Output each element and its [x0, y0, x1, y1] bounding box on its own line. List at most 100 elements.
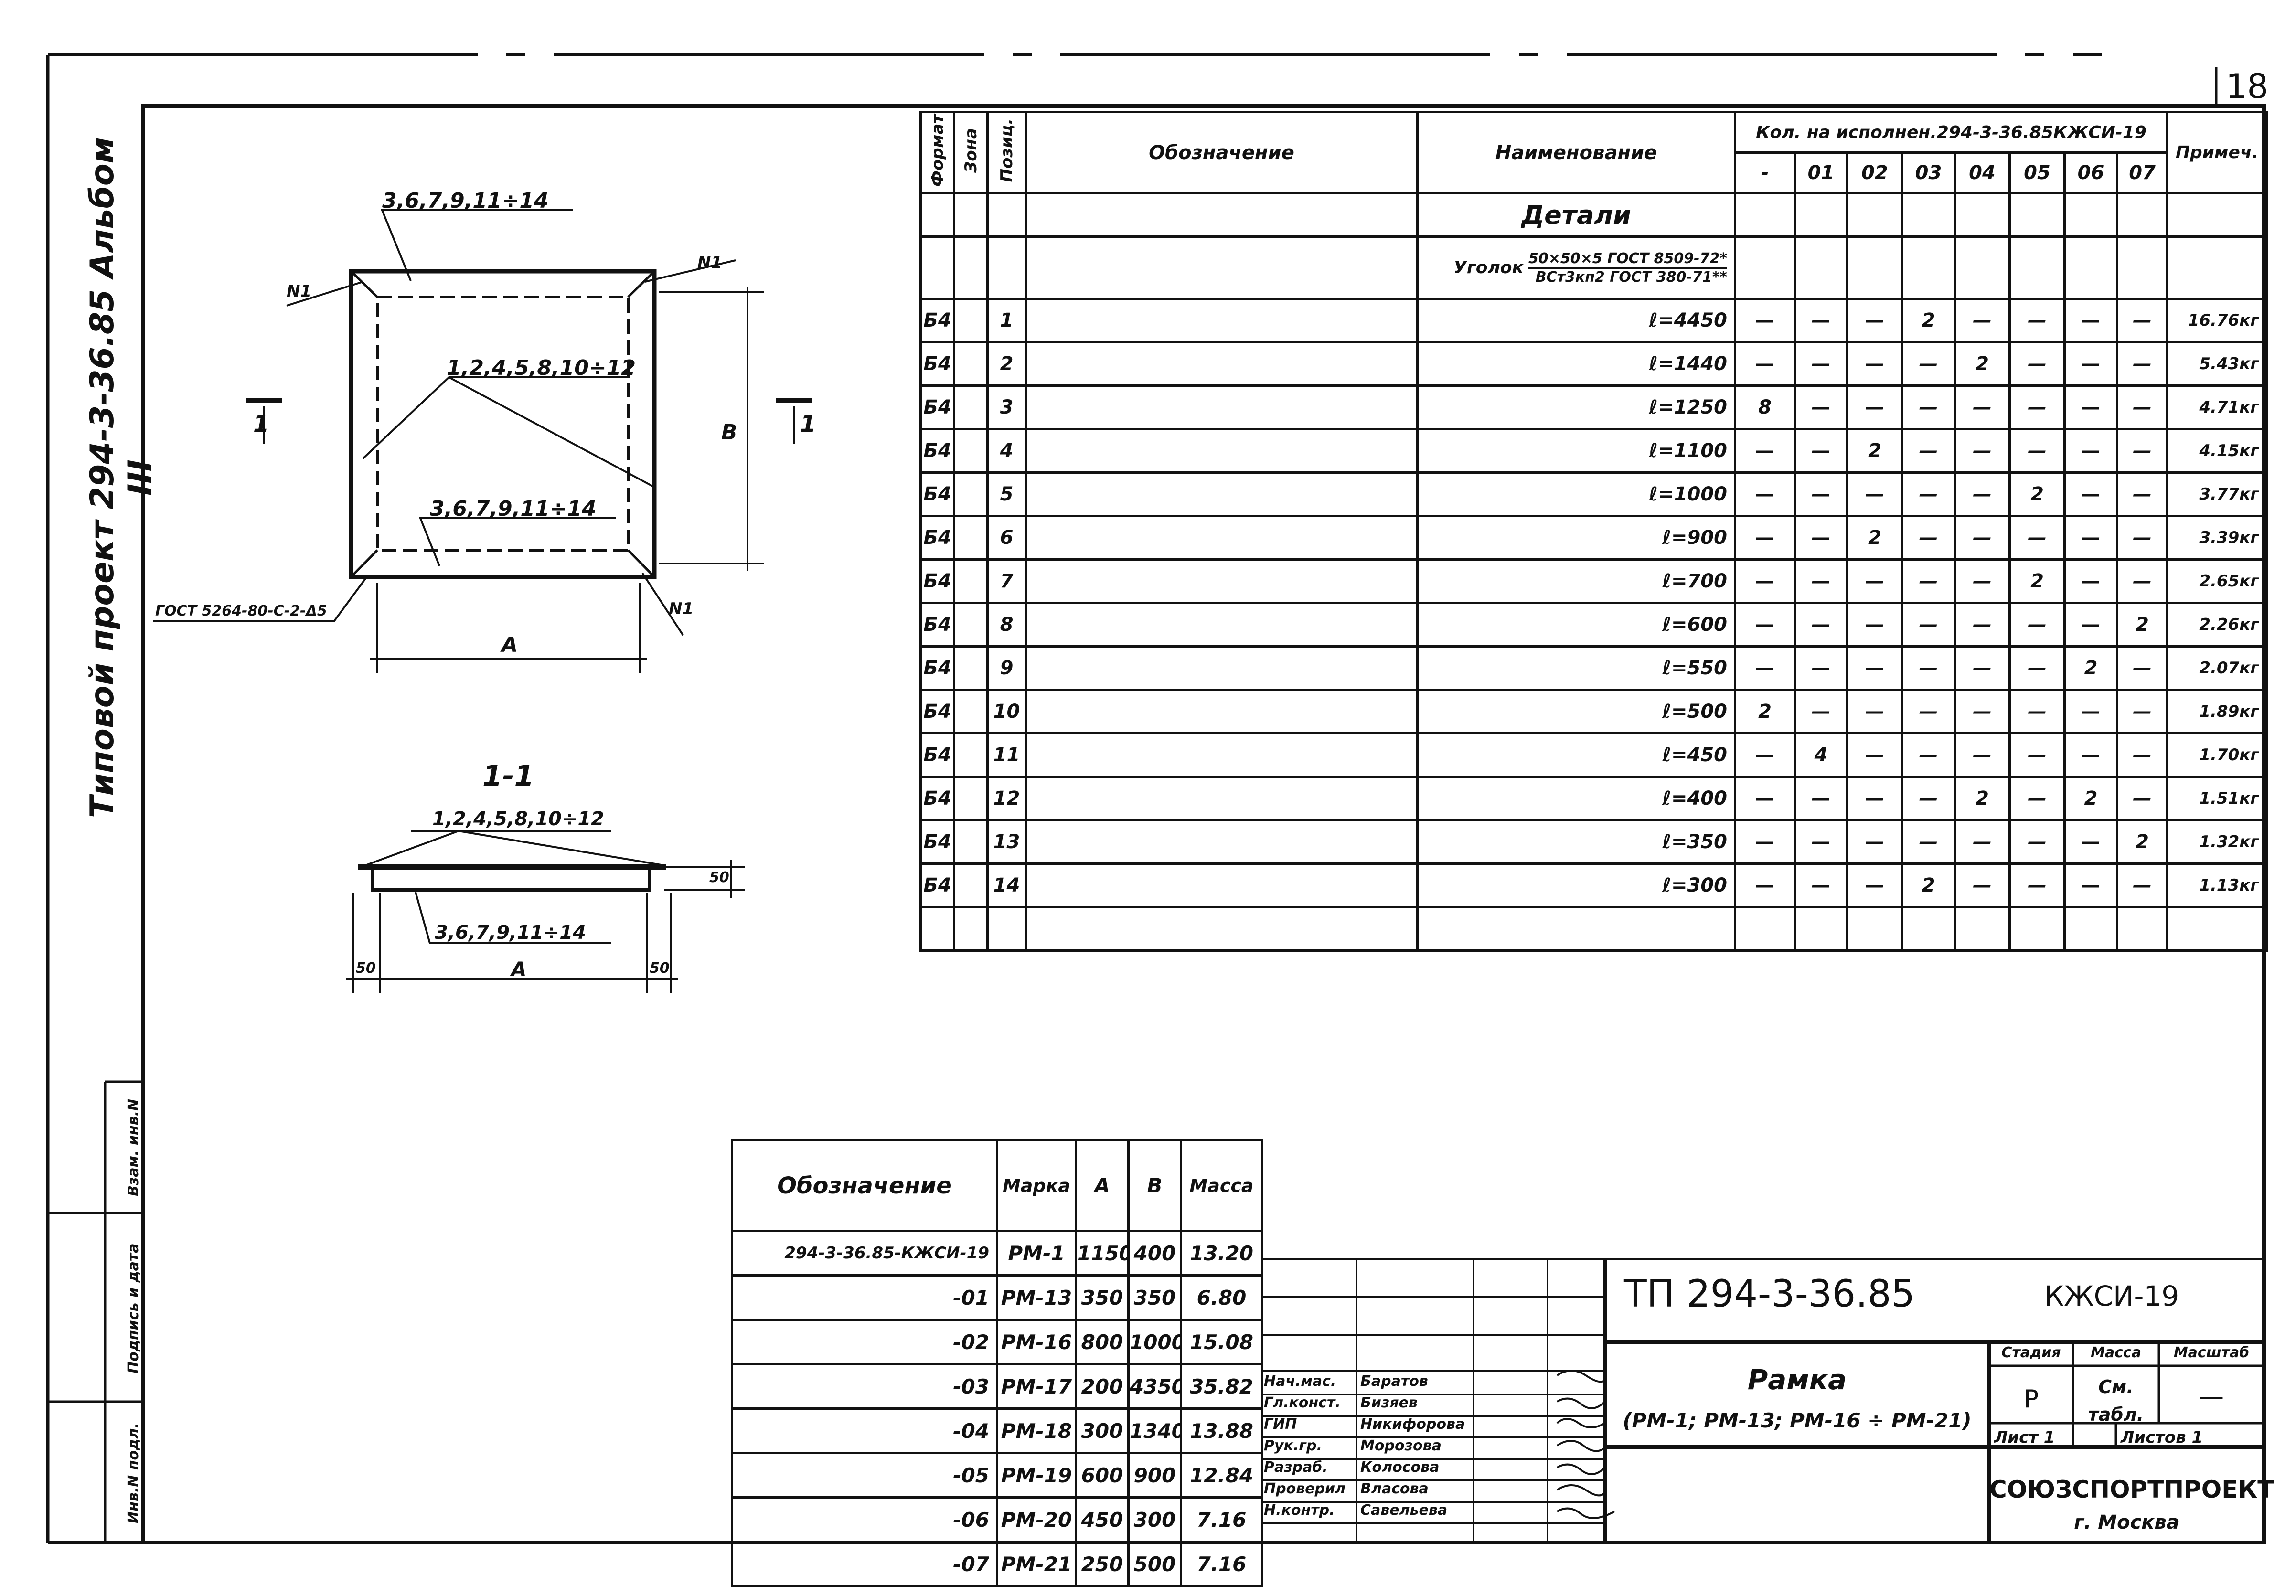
spec-qty-cell: 4	[1794, 732, 1848, 778]
spec-qty-cell: —	[1734, 515, 1796, 561]
variants-table: Обозначение Марка A B Масса 294-3-36.85-…	[731, 1139, 1263, 1587]
signer-name: Колосова	[1360, 1459, 1440, 1476]
section-mark-right: 1	[800, 411, 816, 437]
variant-a-cell: 250	[1075, 1541, 1130, 1587]
spec-qty-cell: —	[2008, 689, 2066, 734]
spec-qty-cell: —	[2063, 471, 2118, 517]
spec-note-cell: 1.32кг	[2166, 819, 2268, 865]
spec-zone-cell	[953, 341, 989, 387]
spec-note-cell: 3.39кг	[2166, 515, 2268, 561]
variant-d-cell: -03	[731, 1363, 998, 1410]
spec-qty-cell: —	[1794, 471, 1848, 517]
spec-qty-cell: —	[2115, 384, 2169, 430]
vh-mark: Марка	[996, 1139, 1077, 1232]
variant-h-6: 06	[2063, 151, 2118, 194]
material-bottom: ВСт3кп2 ГОСТ 380-71**	[1535, 268, 1727, 286]
spec-designation-cell	[1025, 298, 1419, 343]
spec-qty-cell: —	[1954, 298, 2011, 343]
spec-fmt-cell: Б4	[919, 298, 955, 343]
spec-designation-cell	[1025, 689, 1419, 734]
organization: СОЮЗСПОРТПРОЕКТ	[1989, 1476, 2274, 1503]
spec-designation-cell	[1025, 471, 1419, 517]
material-prefix: Уголок	[1453, 258, 1524, 277]
spec-name-cell: ℓ=500	[1416, 689, 1736, 734]
variant-h-1: 01	[1794, 151, 1848, 194]
signer-row: Рук.гр.Морозова	[1261, 1435, 1548, 1457]
variant-h-0: -	[1734, 151, 1796, 194]
variant-w-cell: 12.84	[1180, 1452, 1263, 1499]
variant-b-cell: 500	[1127, 1541, 1182, 1587]
spec-fmt-cell: Б4	[919, 384, 955, 430]
spec-qty-cell: —	[1901, 341, 1956, 387]
spec-designation-cell	[1025, 602, 1419, 648]
spec-qty-cell: —	[1794, 819, 1848, 865]
spec-note-cell: 2.07кг	[2166, 645, 2268, 691]
spec-designation-cell	[1025, 341, 1419, 387]
stage-header: Стадия	[2001, 1344, 2061, 1361]
spec-fmt-cell: Б4	[919, 819, 955, 865]
spec-qty-cell: 8	[1734, 384, 1796, 430]
col-name: Наименование	[1416, 111, 1736, 194]
variant-m-cell: РМ-21	[996, 1541, 1077, 1587]
spec-zone-cell	[953, 645, 989, 691]
spec-qty-cell: —	[1901, 471, 1956, 517]
signer-name: Бизяев	[1360, 1394, 1418, 1411]
variant-a-cell: 350	[1075, 1274, 1130, 1321]
spec-qty-cell: —	[1734, 645, 1796, 691]
spec-name-cell: ℓ=600	[1416, 602, 1736, 648]
variant-m-cell: РМ-13	[996, 1274, 1077, 1321]
spec-designation-cell	[1025, 428, 1419, 474]
variant-d-cell: -07	[731, 1541, 998, 1587]
spec-qty-cell: 2	[2115, 602, 2169, 648]
spec-qty-cell: —	[1954, 428, 2011, 474]
side-stamp-1: Взам. инв.N	[125, 1098, 142, 1196]
spec-qty-cell: —	[1846, 776, 1903, 821]
weld-note: ГОСТ 5264-80-С-2-Δ5	[155, 603, 327, 619]
spec-qty-cell: —	[1794, 558, 1848, 604]
spec-zone-cell	[953, 819, 989, 865]
frame-plan-drawing	[153, 209, 812, 993]
spec-qty-cell: —	[2115, 428, 2169, 474]
spec-qty-cell: —	[1901, 384, 1956, 430]
spec-name-cell: ℓ=450	[1416, 732, 1736, 778]
spec-note-cell: 4.71кг	[2166, 384, 2268, 430]
stage-value: Р	[2023, 1385, 2039, 1414]
spec-qty-cell: 2	[1901, 298, 1956, 343]
leader-mid-label: 1,2,4,5,8,10÷12	[447, 356, 636, 380]
spec-qty-cell: —	[1954, 645, 2011, 691]
sheet-number: Лист 1	[1994, 1428, 2055, 1447]
variant-d-cell: 294-3-36.85-КЖСИ-19	[731, 1230, 998, 1277]
variant-m-cell: РМ-16	[996, 1319, 1077, 1365]
spec-qty-cell: —	[1954, 602, 2011, 648]
spec-note-cell: 16.76кг	[2166, 298, 2268, 343]
spec-pos-cell: 11	[986, 732, 1027, 778]
section-details: Детали	[1416, 192, 1736, 238]
spec-qty-cell: —	[2008, 776, 2066, 821]
variant-d-cell: -05	[731, 1452, 998, 1499]
spec-qty-cell: —	[1734, 471, 1796, 517]
spec-qty-cell: —	[2063, 558, 2118, 604]
spec-qty-cell: —	[1846, 384, 1903, 430]
material-top: 50×50×5 ГОСТ 8509-72*	[1528, 250, 1727, 269]
col-format: Формат	[928, 114, 947, 187]
spec-note-cell: 5.43кг	[2166, 341, 2268, 387]
spec-qty-cell: —	[1734, 602, 1796, 648]
signer-role: Нач.мас.	[1264, 1373, 1336, 1390]
variant-m-cell: РМ-19	[996, 1452, 1077, 1499]
vh-designation: Обозначение	[731, 1139, 998, 1232]
variant-b-cell: 900	[1127, 1452, 1182, 1499]
spec-qty-cell: —	[1734, 862, 1796, 908]
section-dim-h: 50	[709, 869, 729, 886]
spec-qty-cell: —	[1734, 298, 1796, 343]
specification-table: Формат Зона Позиц. Обозначение Наименова…	[919, 111, 2268, 952]
section-bottom-leader: 3,6,7,9,11÷14	[435, 922, 586, 944]
dim-a-label: A	[502, 633, 518, 657]
